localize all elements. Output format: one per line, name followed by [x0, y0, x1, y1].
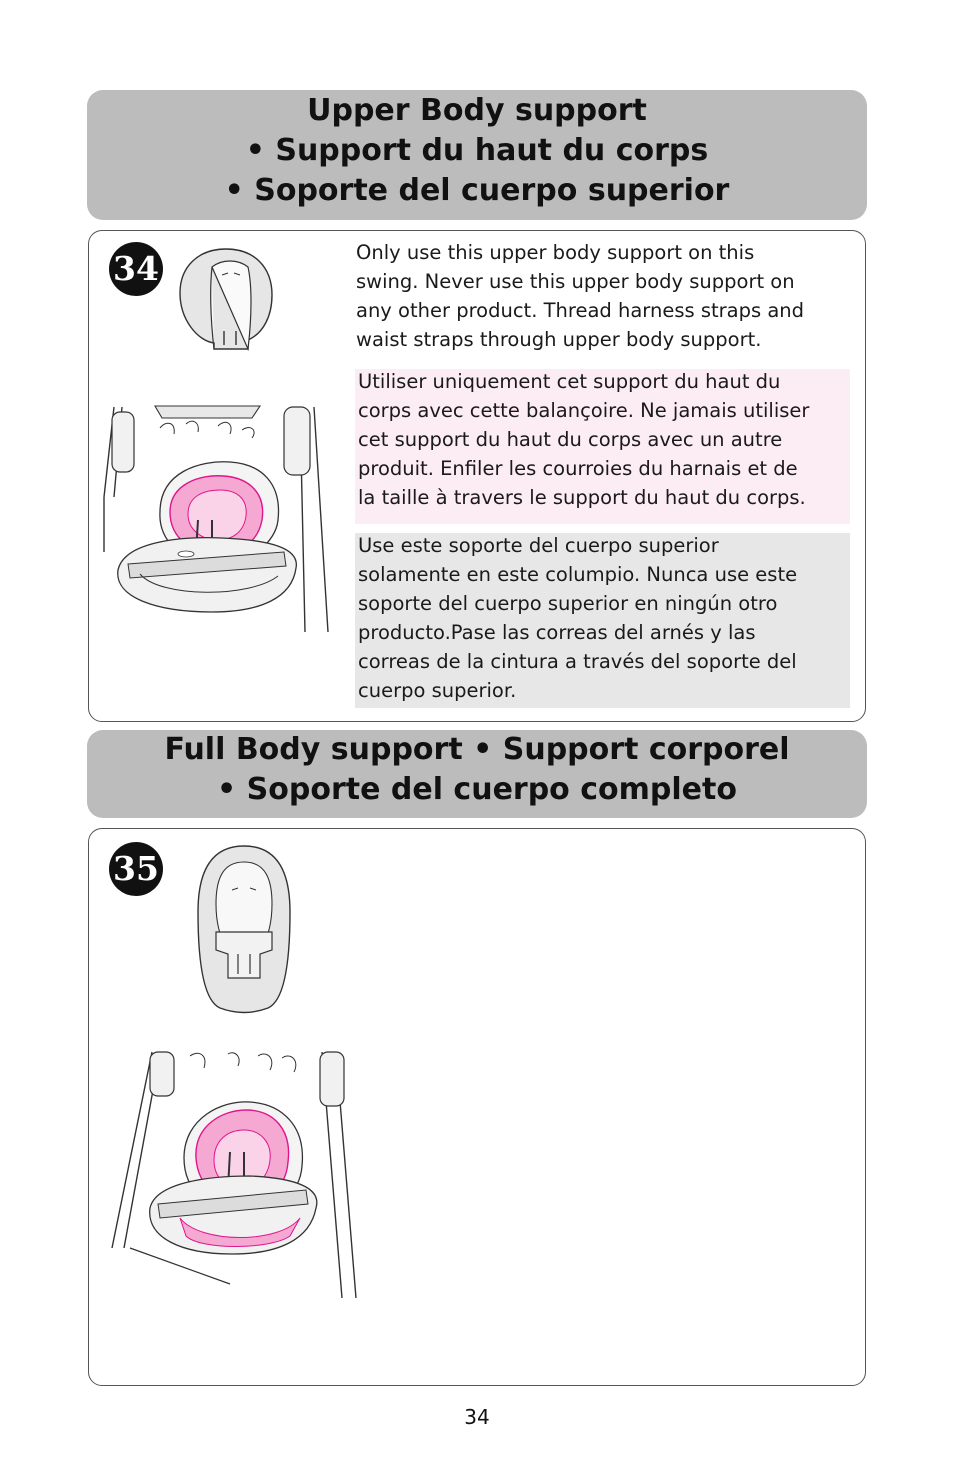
- page-number: 34: [464, 1405, 490, 1429]
- section-title-line: • Soporte del cuerpo completo: [217, 772, 737, 807]
- instructions-spanish: Use este soporte del cuerpo superior sol…: [358, 531, 797, 705]
- text-line: Utiliser uniquement cet support du haut …: [358, 370, 781, 393]
- full-body-support-illustration: [197, 845, 291, 1014]
- text-line: Only use this upper body support on this: [356, 241, 755, 264]
- text-line: swing. Never use this upper body support…: [356, 270, 795, 293]
- spanish-text-box: [355, 533, 850, 708]
- text-line: produit. Enfiler les courroies du harnai…: [358, 457, 798, 480]
- swing-full-support-illustration: [111, 1051, 357, 1299]
- instructions-french: Utiliser uniquement cet support du haut …: [358, 367, 809, 512]
- step-34-badge: 34: [109, 242, 163, 296]
- text-line: any other product. Thread harness straps…: [356, 299, 805, 322]
- text-line: corps avec cette balançoire. Ne jamais u…: [358, 399, 810, 422]
- text-line: cet support du haut du corps avec un aut…: [358, 428, 783, 451]
- text-line: cuerpo superior.: [358, 679, 517, 702]
- section-title-line: • Soporte del cuerpo superior: [224, 173, 730, 208]
- text-line: solamente en este columpio. Nunca use es…: [358, 563, 798, 586]
- text-line: waist straps through upper body support.: [356, 328, 762, 351]
- upper-body-support-illustration: [179, 248, 273, 352]
- french-text-box: [355, 369, 850, 524]
- section-title-line: • Support du haut du corps: [245, 133, 709, 168]
- text-line: correas de la cintura a través del sopor…: [358, 650, 797, 673]
- section-header-upper-body: Upper Body support • Support du haut du …: [87, 90, 867, 220]
- instructions-english: Only use this upper body support on this…: [356, 238, 804, 354]
- text-line: la taille à travers le support du haut d…: [358, 486, 806, 509]
- section-title-line: Upper Body support: [307, 93, 647, 128]
- section-title-line: Full Body support • Support corporel: [164, 732, 790, 767]
- section-header-full-body: Full Body support • Support corporel • S…: [87, 730, 867, 818]
- swing-upper-support-illustration: [103, 405, 329, 633]
- text-line: producto.Pase las correas del arnés y la…: [358, 621, 756, 644]
- text-line: soporte del cuerpo superior en ningún ot…: [358, 592, 778, 615]
- text-line: Use este soporte del cuerpo superior: [358, 534, 719, 557]
- step-35-badge: 35: [109, 842, 163, 896]
